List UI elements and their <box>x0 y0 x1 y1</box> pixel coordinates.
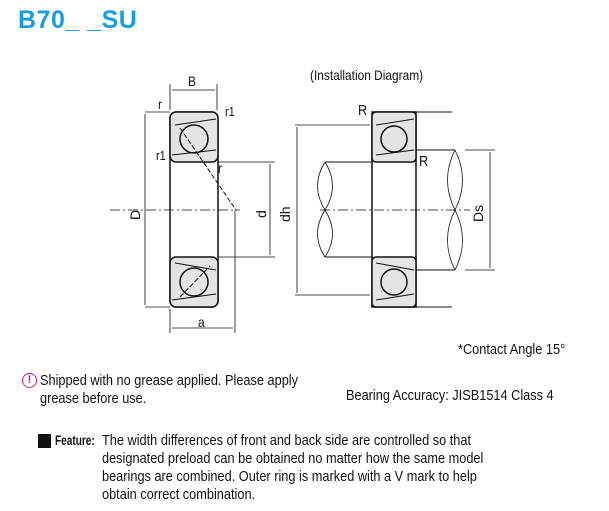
label-R-inner: R <box>419 153 429 170</box>
label-r1-left: r1 <box>156 148 166 163</box>
warning-icon: ! <box>22 373 37 388</box>
feature-text: The width differences of front and back … <box>102 432 484 503</box>
label-Ds: Ds <box>470 204 486 222</box>
contact-angle-note: *Contact Angle 15° <box>458 341 566 358</box>
bearing-accuracy: Bearing Accuracy: JISB1514 Class 4 <box>346 387 554 404</box>
page-title: B70_ _SU <box>18 6 138 34</box>
feature-bullet-icon <box>38 434 51 448</box>
label-R-top: R <box>358 102 368 119</box>
installation-diagram <box>295 111 495 308</box>
label-B: B <box>188 73 196 89</box>
feature-label: Feature: <box>55 432 95 448</box>
label-r: r <box>158 96 162 112</box>
label-a: a <box>198 314 205 330</box>
label-r1-top: r1 <box>225 104 235 119</box>
label-dh: dh <box>277 206 293 222</box>
installation-caption: (Installation Diagram) <box>310 67 424 83</box>
bearing-left <box>110 84 275 333</box>
label-r-inner: r <box>218 160 222 176</box>
grease-note: Shipped with no grease applied. Please a… <box>40 372 299 407</box>
label-D: D <box>127 209 143 220</box>
label-d: d <box>253 210 269 218</box>
